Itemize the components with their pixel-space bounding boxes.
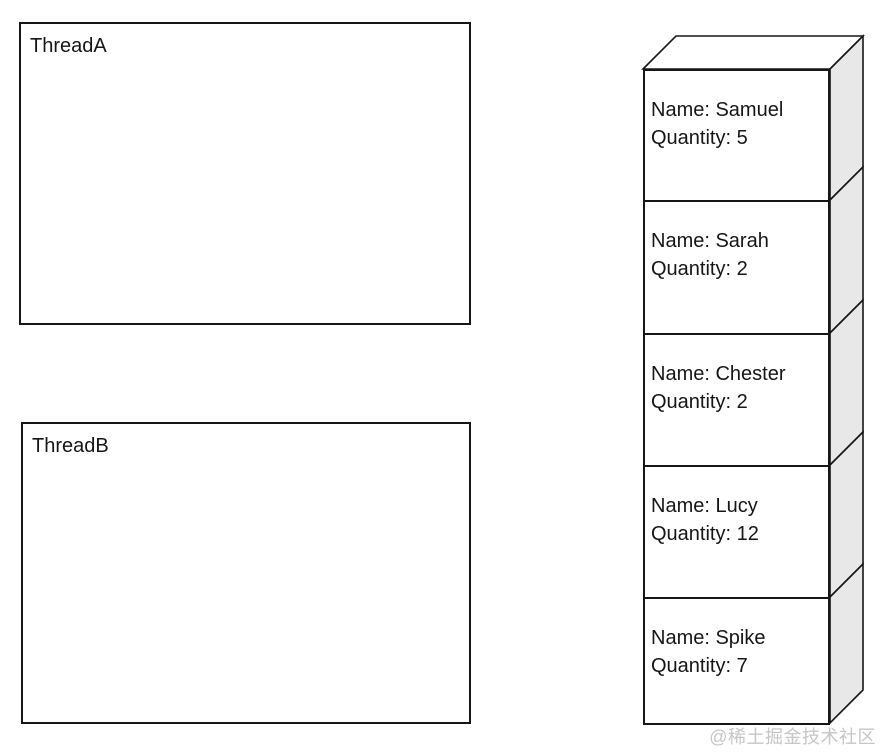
record-name: Name: Lucy (651, 495, 758, 517)
record-name: Name: Chester (651, 363, 786, 385)
record-quantity: Quantity: 7 (651, 655, 748, 677)
record-quantity: Quantity: 5 (651, 127, 748, 149)
record-quantity: Quantity: 2 (651, 391, 748, 413)
thread-a-label: ThreadA (30, 35, 107, 57)
record-quantity: Quantity: 12 (651, 523, 759, 545)
thread-a-box: ThreadA (19, 22, 471, 325)
stack-item-sarah: Name: Sarah Quantity: 2 (643, 200, 830, 335)
stack-item-lucy: Name: Lucy Quantity: 12 (643, 465, 830, 599)
stack-top-face (641, 35, 865, 70)
stack-item-spike: Name: Spike Quantity: 7 (643, 597, 830, 725)
stack-item-samuel: Name: Samuel Quantity: 5 (643, 69, 830, 202)
stack-item-chester: Name: Chester Quantity: 2 (643, 333, 830, 467)
record-name: Name: Sarah (651, 230, 769, 252)
record-name: Name: Spike (651, 627, 766, 649)
thread-b-label: ThreadB (32, 435, 109, 457)
watermark-text: @稀土掘金技术社区 (709, 727, 876, 747)
thread-b-box: ThreadB (21, 422, 471, 724)
record-name: Name: Samuel (651, 99, 784, 121)
stack-side-face-5 (829, 562, 864, 725)
record-quantity: Quantity: 2 (651, 258, 748, 280)
